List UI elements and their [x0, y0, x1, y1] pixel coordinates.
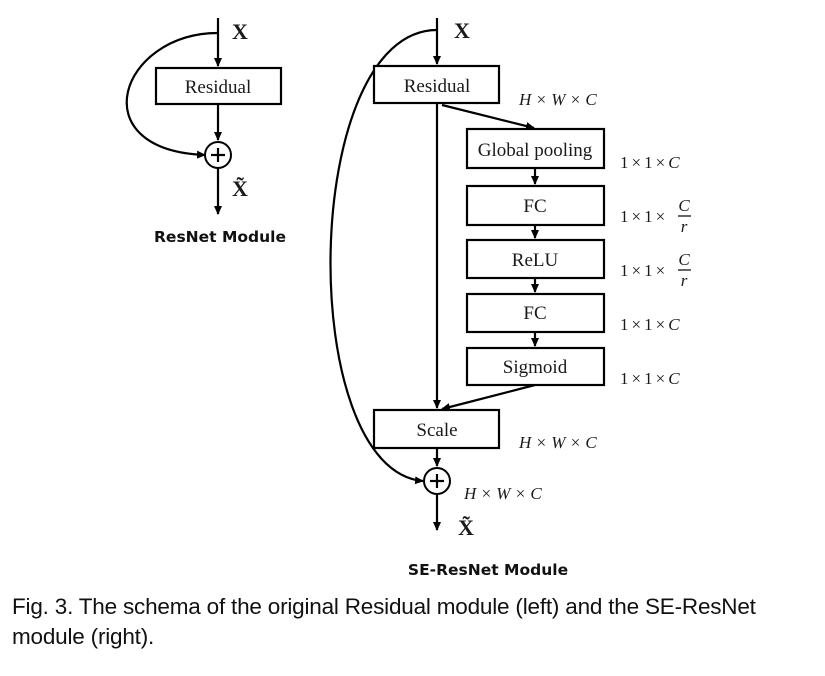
dims-fc1-numerator: C — [678, 196, 690, 215]
output-x-tilde-label: X̃ — [232, 176, 248, 201]
dims-fc1-prefix: 1×1× — [620, 207, 665, 226]
dims-residual: H × W × C — [518, 90, 597, 109]
dims-sigmoid-text: 1×1×C — [620, 369, 680, 388]
branch-to-pooling-arrow — [441, 103, 535, 130]
dims-pooling-text: 1×1×C — [620, 153, 680, 172]
dims-fc2-text: 1×1×C — [620, 315, 680, 334]
sigmoid-block — [465, 346, 606, 387]
residual-block — [154, 66, 283, 106]
residual-block-label: Residual — [185, 77, 252, 98]
fc1-block — [465, 184, 606, 227]
sigmoid-label: Sigmoid — [503, 357, 568, 378]
se-residual-label: Residual — [404, 76, 471, 97]
dims-relu: 1×1× C r — [620, 250, 691, 290]
relu-label: ReLU — [512, 250, 559, 271]
relu-block — [465, 238, 606, 280]
se-output-x-tilde-label: X̃ — [458, 515, 474, 540]
dims-relu-numerator: C — [678, 250, 690, 269]
dims-fc1: 1×1× C r — [620, 196, 691, 236]
fc2-block — [465, 292, 606, 334]
sigmoid-to-scale-arrow — [441, 383, 536, 411]
dims-fc1-denominator: r — [681, 217, 688, 236]
fc2-label: FC — [523, 303, 546, 324]
dims-scale-text: H × W × C — [518, 433, 597, 452]
se-resnet-module: X Residual H × W × C Global pooling 1×1×… — [329, 18, 691, 579]
global-pooling-label: Global pooling — [478, 140, 593, 161]
se-input-x-label: X — [454, 18, 470, 43]
fc1-label: FC — [523, 196, 546, 217]
se-skip-connection-arrow — [329, 28, 438, 485]
se-residual-block — [372, 64, 501, 105]
dims-sum-text: H × W × C — [463, 484, 542, 503]
input-x-label: X — [232, 19, 248, 44]
dims-relu-prefix: 1×1× — [620, 261, 665, 280]
figure-caption: Fig. 3. The schema of the original Resid… — [12, 594, 756, 649]
resnet-module-title: ResNet Module — [154, 228, 286, 246]
dims-residual-text: H × W × C — [518, 90, 597, 109]
scale-label: Scale — [416, 420, 457, 441]
dims-relu-denominator: r — [681, 271, 688, 290]
skip-connection-arrow — [125, 31, 219, 159]
se-resnet-module-title: SE-ResNet Module — [408, 561, 568, 579]
global-pooling-block — [465, 127, 606, 170]
resnet-module: X Residual X̃ ResNet Module — [125, 18, 286, 246]
